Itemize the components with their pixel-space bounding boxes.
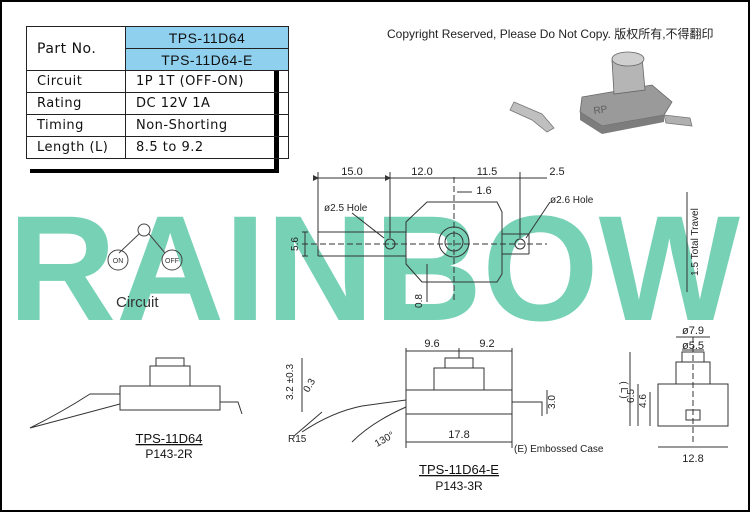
spec-row: Timing Non-Shorting — [26, 114, 289, 137]
hole-label: ø2.5 Hole — [324, 203, 368, 214]
part-no-label: Part No. — [26, 26, 126, 71]
dim-label: 11.5 — [477, 166, 498, 178]
product-mark: RP — [593, 104, 609, 117]
model-a-drawing — [29, 357, 243, 429]
copyright-notice: Copyright Reserved, Please Do Not Copy. … — [387, 27, 714, 41]
dim-label: 4.6 — [638, 394, 649, 408]
model-b-code: P143-3R — [435, 479, 483, 493]
dim-label: R15 — [288, 434, 307, 445]
dim-label: 12.0 — [411, 166, 432, 178]
model-b-drawing — [293, 348, 548, 448]
dim-label: 9.2 — [479, 338, 494, 350]
travel-label: 1.5 Total Travel — [690, 208, 701, 276]
hole-label: ø2.6 Hole — [550, 195, 594, 206]
spec-label: Rating — [26, 92, 126, 115]
circuit-on-label: ON — [113, 258, 124, 265]
spec-row: Circuit 1P 1T (OFF-ON) — [26, 70, 289, 93]
dim-label: 2.5 — [549, 166, 564, 178]
spec-label: Length (L) — [26, 136, 126, 159]
spec-value: 8.5 to 9.2 — [125, 136, 289, 159]
dim-label: 9.6 — [424, 338, 439, 350]
top-view-drawing — [302, 172, 688, 302]
embossed-note: (E) Embossed Case — [514, 444, 604, 455]
dim-label: 3.0 — [547, 395, 558, 409]
spec-row: Length (L) 8.5 to 9.2 — [26, 136, 289, 159]
model-a-name: TPS-11D64 — [136, 431, 203, 446]
dim-label: 5.6 — [290, 237, 301, 251]
dim-label: 0.8 — [414, 294, 425, 308]
end-view-drawing — [629, 336, 729, 448]
dim-label: 17.8 — [448, 429, 469, 441]
dim-label: ø7.9 — [682, 325, 704, 337]
dim-label: 1.6 — [476, 185, 491, 197]
model-b-dimensions: 9.6 9.2 3.2 ±0.3 0.3 R15 130° 17.8 3.0 (… — [285, 338, 604, 455]
dim-label: 12.8 — [682, 453, 703, 465]
spec-table: Part No. TPS-11D64 TPS-11D64-E Circuit 1… — [26, 26, 289, 159]
dim-label: ø5.5 — [682, 340, 704, 352]
dim-label: 6.5 — [626, 389, 637, 403]
end-view-dimensions: ø7.9 ø5.5 ( L ) 6.5 4.6 12.8 — [618, 325, 704, 465]
dim-label: 15.0 — [341, 166, 362, 178]
dim-label: 3.2 ±0.3 — [285, 364, 296, 401]
circuit-symbol: ON OFF Circuit — [107, 223, 183, 311]
product-render: RP — [509, 51, 693, 134]
watermark-text: RAINBOW — [8, 184, 740, 352]
model-a-code: P143-2R — [145, 447, 193, 461]
dim-label: 130° — [373, 430, 396, 450]
model-b-name: TPS-11D64-E — [419, 462, 499, 477]
top-view-dimensions: 15.0 12.0 11.5 2.5 1.6 ø2.5 Hole ø2.6 Ho… — [290, 166, 701, 308]
circuit-off-label: OFF — [165, 258, 179, 265]
table-shadow — [30, 169, 279, 173]
circuit-label: Circuit — [116, 294, 159, 311]
spec-label: Timing — [26, 114, 126, 137]
dim-label: ( L ) — [618, 381, 629, 398]
dim-label: 0.3 — [302, 377, 319, 395]
